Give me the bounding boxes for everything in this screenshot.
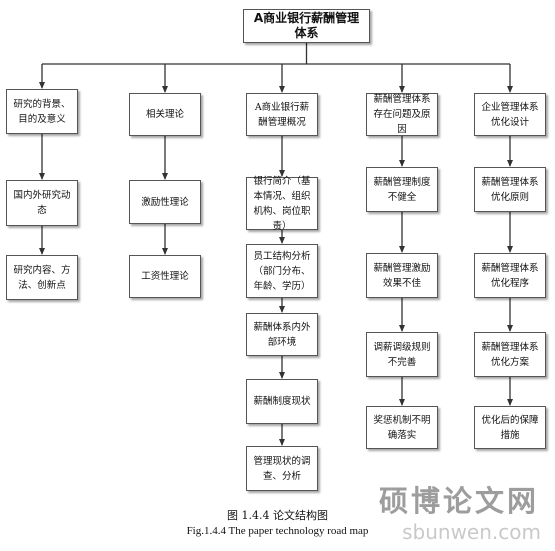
caption-chinese: 图 1.4.4 论文结构图 — [227, 509, 328, 522]
watermark-logo: 硕博论文网 — [378, 484, 539, 518]
node-bank-overview: A商业银行薪酬管理概况 — [246, 93, 318, 136]
node-bank-intro: 银行简介（基本情况、组织机构、岗位职责） — [246, 176, 318, 232]
node-system-incomplete: 薪酬管理制度不健全 — [366, 167, 438, 212]
node-incentive-poor: 薪酬管理激励效果不佳 — [366, 253, 438, 298]
node-status-survey: 管理现状的调查、分析 — [246, 446, 318, 491]
caption-english: Fig.1.4.4 The paper technology road map — [186, 525, 369, 537]
node-safeguard-measures: 优化后的保障措施 — [474, 406, 546, 449]
node-wage-theory: 工资性理论 — [129, 255, 201, 298]
node-optimization-design: 企业管理体系优化设计 — [474, 93, 546, 136]
node-research-trends: 国内外研究动态 — [6, 180, 78, 226]
node-salary-system-status: 薪酬制度现状 — [246, 379, 318, 424]
node-staff-structure: 员工结构分析（部门分布、年龄、学历） — [246, 244, 318, 298]
node-problems-causes: 薪酬管理体系存在问题及原因 — [366, 93, 438, 136]
root-node: A商业银行薪酬管理体系 — [243, 9, 370, 43]
node-reward-punishment: 奖惩机制不明确落实 — [366, 406, 438, 449]
node-optimization-principles: 薪酬管理体系优化原则 — [474, 167, 546, 212]
node-background-purpose: 研究的背景、目的及意义 — [6, 89, 78, 134]
watermark-url: sbunwen.com — [402, 520, 541, 544]
node-research-content: 研究内容、方法、创新点 — [6, 255, 78, 300]
node-optimization-plan: 薪酬管理体系优化方案 — [474, 332, 546, 377]
node-optimization-procedure: 薪酬管理体系优化程序 — [474, 253, 546, 298]
node-incentive-theory: 激励性理论 — [129, 180, 201, 224]
node-salary-environment: 薪酬体系内外部环境 — [246, 313, 318, 356]
node-adjustment-rules: 调薪调级规则不完善 — [366, 332, 438, 377]
node-related-theory: 相关理论 — [129, 93, 201, 136]
